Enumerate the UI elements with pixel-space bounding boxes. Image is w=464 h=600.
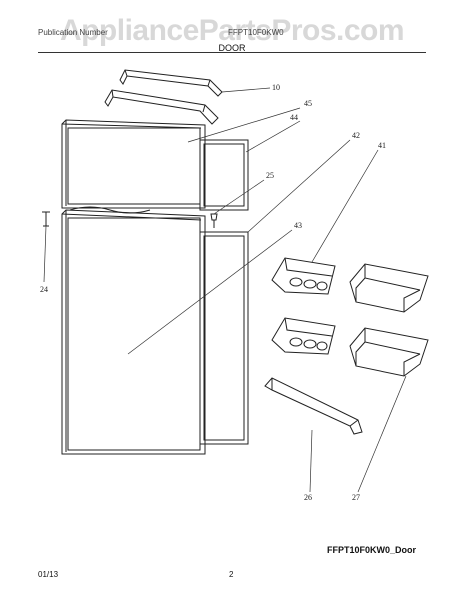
callout-27: 27 [352,493,360,502]
footer-page-number: 2 [229,570,234,579]
leader-lines [43,87,407,493]
footer-date: 01/13 [38,570,59,579]
header-rule [38,52,426,53]
part-bin-27[interactable] [349,263,429,377]
part-handle-45[interactable] [104,89,219,125]
publication-label: Publication Number [38,28,108,37]
part-gasket-42[interactable] [199,231,249,445]
callout-labels: 10 45 44 42 41 25 43 24 26 27 [40,83,386,502]
part-shelf-26[interactable] [264,377,363,435]
diagram-model-label: FFPT10F0KW0_Door [326,545,416,555]
callout-43: 43 [294,221,302,230]
part-handle-10[interactable] [119,69,223,97]
callout-41: 41 [378,141,386,150]
callout-44: 44 [290,113,298,122]
callout-10: 10 [272,83,280,92]
fresh-food-door [61,206,206,455]
callout-45: 45 [304,99,312,108]
part-pin-24[interactable] [42,211,50,227]
section-title: DOOR [218,43,246,53]
model-header: FFPT10F0KW0 [228,28,284,37]
callout-24: 24 [40,285,48,294]
freezer-door [61,119,206,209]
site-watermark: AppliancePartsPros.com [59,14,405,47]
part-screw-25[interactable] [210,213,218,228]
callout-42: 42 [352,131,360,140]
part-gasket-44[interactable] [199,139,249,211]
callout-25: 25 [266,171,274,180]
part-tray-41[interactable] [271,257,336,355]
callout-26: 26 [304,493,312,502]
